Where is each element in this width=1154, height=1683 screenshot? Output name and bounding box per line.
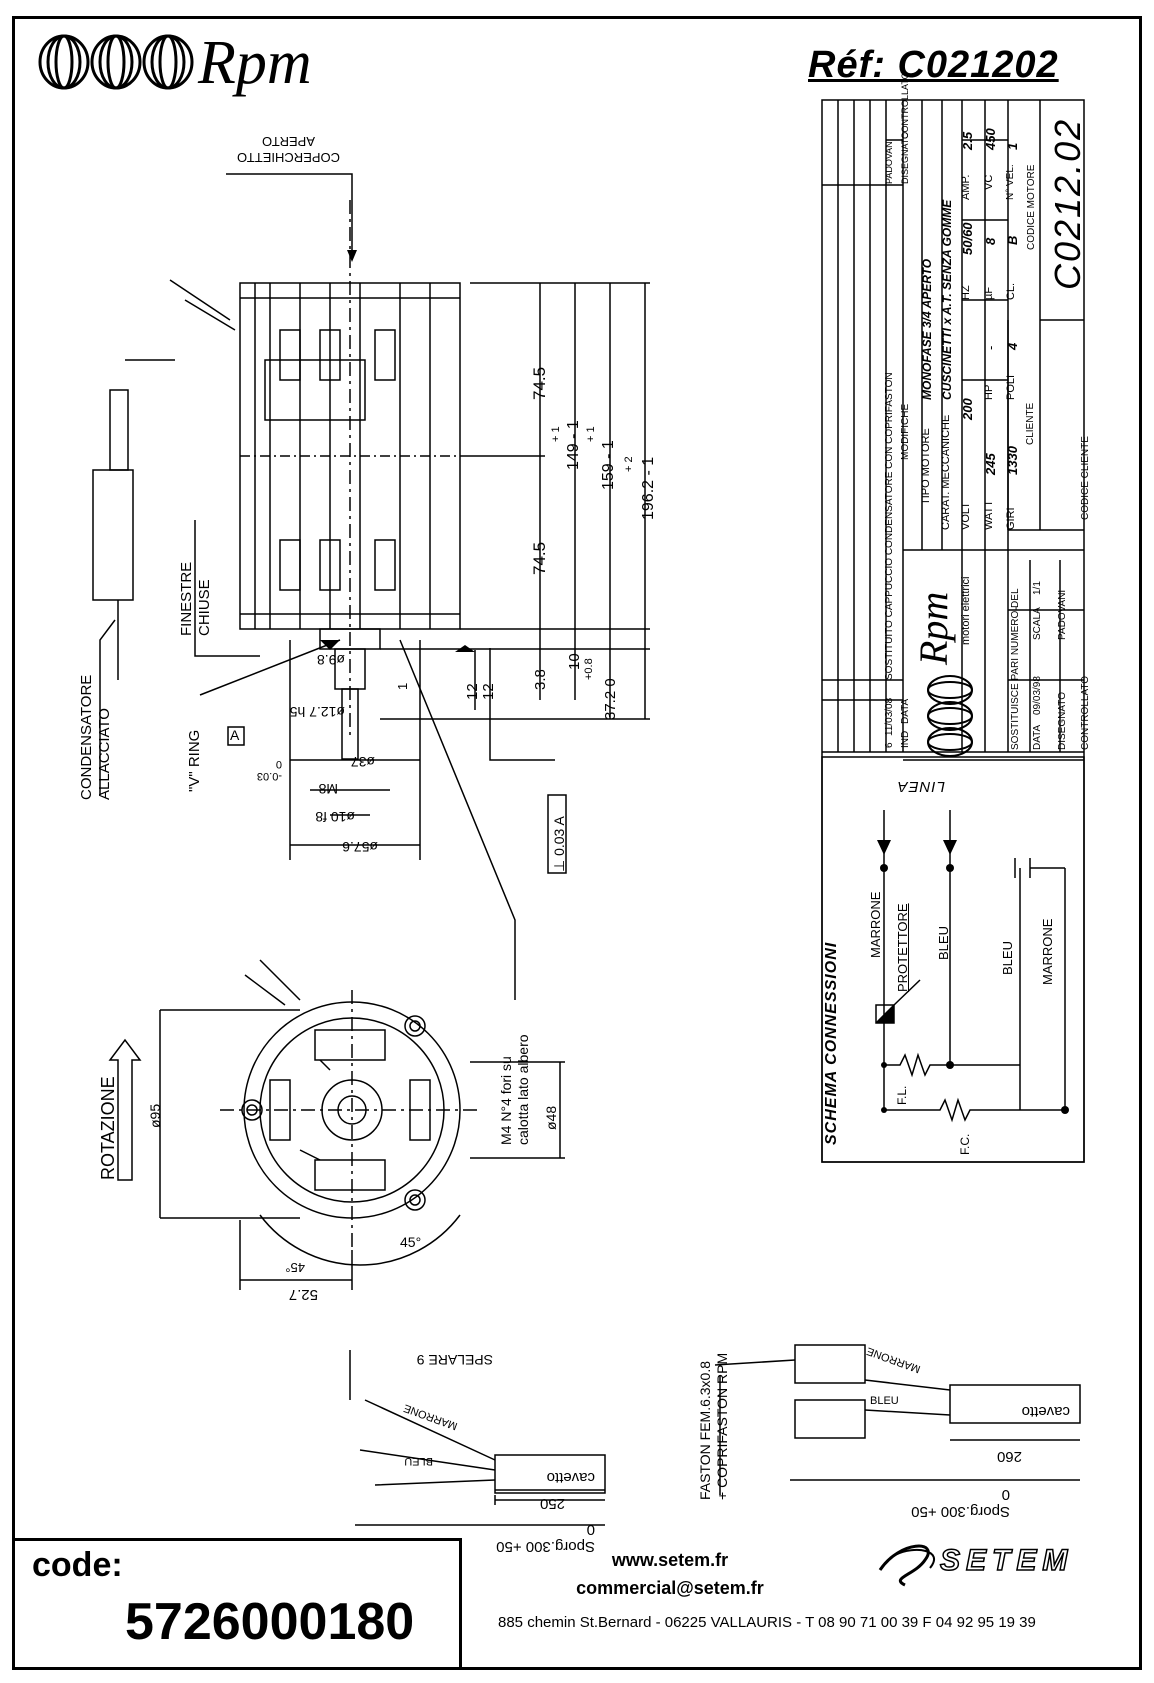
rpm-coil-logo [38,34,194,90]
drawing-frame [12,16,1142,1670]
reference-number: Réf: C021202 [808,44,1059,86]
angle-45-right: 45° [400,1234,422,1250]
brand-name: Rpm [198,29,312,97]
company-address: 885 chemin St.Bernard - 06225 VALLAURIS … [498,1614,1036,1631]
website-link[interactable]: www.setem.fr [611,1550,729,1570]
schema-marrone: MARRONE [868,891,883,958]
code-box [12,1538,462,1670]
schema-fc: F.C. [958,1133,972,1155]
datum-a: A [230,727,240,743]
cable-bleu-right: BLEU [870,1395,899,1407]
schema-bleu-2: BLEU [1000,941,1015,975]
schema-title: SCHEMA CONNESSIONI [823,941,840,1145]
setem-logo: SETEM [870,1530,1120,1595]
email-link[interactable]: commercial@setem.fr [576,1578,764,1598]
schema-protettore: PROTETTORE [895,903,910,992]
setem-swirl-icon [878,1544,935,1587]
setem-wordmark: SETEM [939,1543,1074,1578]
schema-bleu-1: BLEU [936,926,951,960]
linea-label: LINEA [896,778,945,795]
code-label: code: [32,1546,123,1584]
schema-fl: F.L. [895,1085,909,1105]
code-value: 5726000180 [125,1593,415,1651]
schema-marrone-2: MARRONE [1040,918,1055,985]
